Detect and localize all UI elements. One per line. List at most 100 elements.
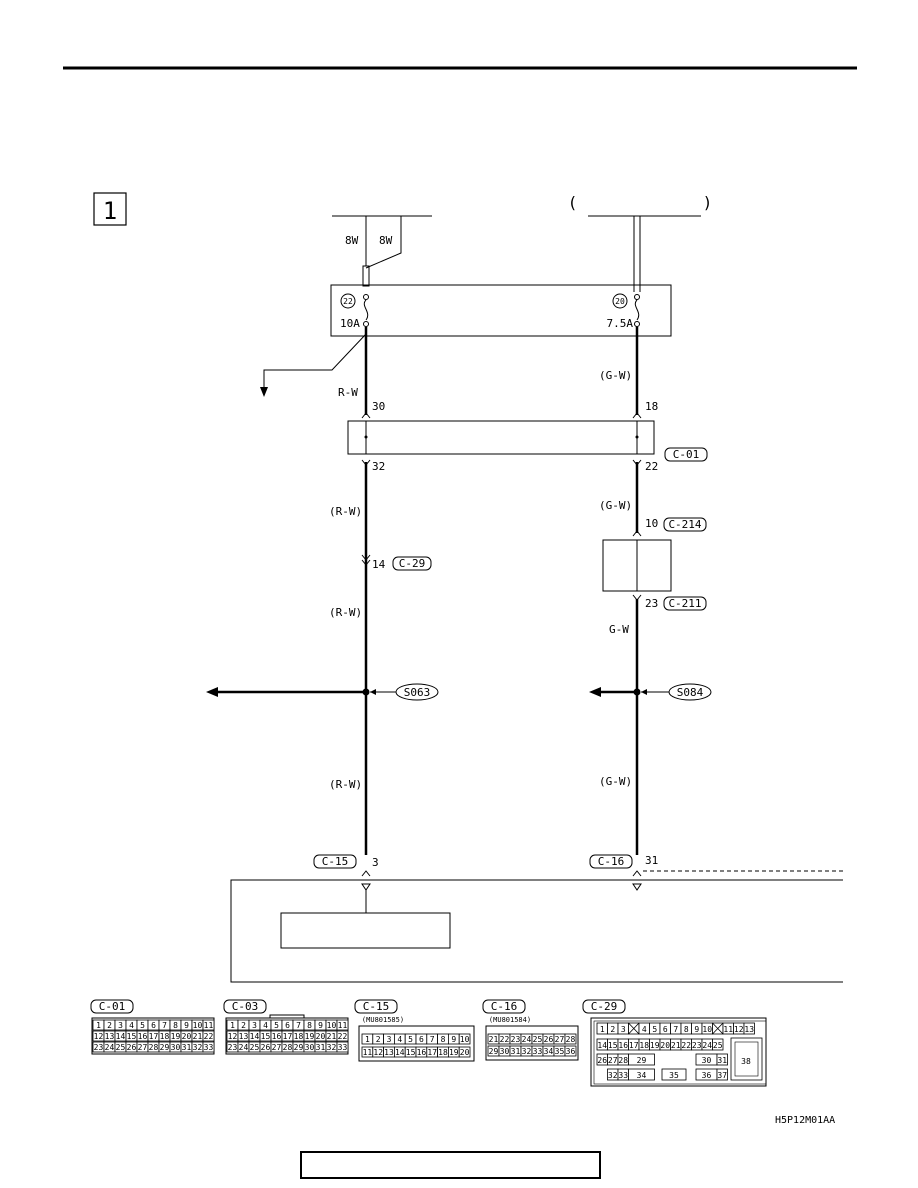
right-wire-color-4: (G-W) — [599, 775, 632, 788]
right-fuse-terminal-bottom — [634, 321, 640, 327]
c29-large-cavity — [730, 1037, 763, 1081]
c03-pin: 18 — [294, 1032, 304, 1041]
c29-pin: 27 — [608, 1056, 618, 1065]
c03-pin: 7 — [296, 1021, 301, 1030]
c15-pin: 13 — [384, 1048, 394, 1057]
c15-pin: 2 — [376, 1035, 381, 1044]
right-wire-color-2: (G-W) — [599, 499, 632, 512]
c03-label-tag — [223, 999, 267, 1014]
right-splice-leader-head — [641, 689, 647, 695]
c16-pin: 31 — [511, 1047, 521, 1056]
c03-pin: 23 — [228, 1043, 238, 1052]
c29-pin: 26 — [597, 1056, 607, 1065]
c29-pin: 21 — [671, 1041, 681, 1050]
right-fuse-terminal-top — [634, 294, 640, 300]
c01-pin: 22 — [204, 1032, 214, 1041]
right-connector-a-tag — [663, 517, 707, 532]
c29-pin: 5 — [652, 1025, 657, 1034]
c29-cavity — [743, 1022, 755, 1035]
c16-pin: 30 — [500, 1047, 510, 1056]
left-end-chevron — [361, 870, 371, 877]
c29-pin: 12 — [734, 1025, 744, 1034]
c01-cavity — [202, 1019, 215, 1031]
c03-pin: 17 — [283, 1032, 293, 1041]
c01-pin: 32 — [193, 1043, 203, 1052]
left-splice-leader-head — [370, 689, 376, 695]
left-wire-size-a: 8W — [345, 234, 359, 247]
right-fuse-number-circle — [612, 293, 628, 309]
c29-pin: 37 — [717, 1071, 727, 1080]
c15-pin: 14 — [395, 1048, 405, 1057]
c03-pin: 32 — [327, 1043, 337, 1052]
c15-label: C-15 — [363, 1000, 390, 1013]
section-number-box — [93, 192, 127, 226]
c29-pin: 28 — [618, 1056, 628, 1065]
c15-pin: 7 — [430, 1035, 435, 1044]
left-wire-color-3: (R-W) — [329, 606, 362, 619]
c01-pin: 16 — [138, 1032, 148, 1041]
c03-lock — [269, 1014, 305, 1018]
c29-pin: 33 — [618, 1071, 628, 1080]
c16-pin: 34 — [544, 1047, 554, 1056]
c16-pin: 25 — [533, 1035, 543, 1044]
c01-pin: 1 — [96, 1021, 101, 1030]
c15-part-number: (MU801585) — [362, 1016, 404, 1024]
c03-pin: 26 — [261, 1043, 271, 1052]
c03-pin: 33 — [338, 1043, 348, 1052]
left-inline-connector: C-29 — [399, 557, 426, 570]
c29-blank-cross — [712, 1022, 724, 1035]
c01-pin: 4 — [129, 1021, 134, 1030]
c01-pin: 5 — [140, 1021, 145, 1030]
c29-pin: 17 — [629, 1041, 639, 1050]
left-fuse-terminal-bottom — [363, 321, 369, 327]
right-wire-color-3: G-W — [609, 623, 629, 636]
c03-pin: 12 — [228, 1032, 238, 1041]
c16-pin: 28 — [566, 1035, 576, 1044]
c15-pin: 19 — [449, 1048, 459, 1057]
internal-circuit-box — [280, 912, 451, 949]
c03-pin: 1 — [230, 1021, 235, 1030]
c03-pin: 10 — [327, 1021, 337, 1030]
c29-pin: 11 — [723, 1025, 733, 1034]
c29-pin: 1 — [600, 1025, 605, 1034]
c03-pin: 29 — [294, 1043, 304, 1052]
c03-pin: 22 — [338, 1032, 348, 1041]
right-end-chevron — [632, 870, 642, 877]
right-splice-arrow — [589, 687, 601, 697]
left-pin-out: 32 — [372, 460, 385, 473]
c29-pin: 36 — [702, 1071, 712, 1080]
c29-pin: 8 — [684, 1025, 689, 1034]
c15-label-tag — [354, 999, 398, 1014]
c03-pin: 21 — [327, 1032, 337, 1041]
left-fuse-terminal-top — [363, 294, 369, 300]
c29-pin: 38 — [741, 1057, 751, 1066]
right-pin-a: 10 — [645, 517, 658, 530]
c29-cavity — [628, 1068, 655, 1081]
left-wire-color-1: R-W — [338, 386, 358, 399]
c29-inner — [593, 1020, 767, 1085]
left-branch-wire — [263, 333, 367, 393]
c01-pin: 23 — [94, 1043, 104, 1052]
left-fuse-number: 22 — [343, 297, 353, 306]
left-end-pin: 3 — [372, 856, 379, 869]
control-unit-box — [230, 879, 843, 983]
c16-pin: 33 — [533, 1047, 543, 1056]
c16-pin: 22 — [500, 1035, 510, 1044]
c01-label: C-01 — [99, 1000, 126, 1013]
c01-pin: 13 — [105, 1032, 115, 1041]
c29-pin: 34 — [637, 1071, 647, 1080]
c29-pin: 18 — [639, 1041, 649, 1050]
c15-cavity — [458, 1046, 471, 1058]
c03-cavity — [336, 1041, 349, 1053]
c16-pin: 21 — [489, 1035, 499, 1044]
c16-pin: 26 — [544, 1035, 554, 1044]
c01-pin: 33 — [204, 1043, 214, 1052]
c29-pin: 15 — [608, 1041, 618, 1050]
c16-pin: 36 — [566, 1047, 576, 1056]
c03-pin: 25 — [250, 1043, 260, 1052]
left-pin-in: 30 — [372, 400, 385, 413]
c01-pin: 10 — [193, 1021, 203, 1030]
c29-pin: 14 — [597, 1041, 607, 1050]
c29-pin: 35 — [669, 1071, 679, 1080]
figure-code: H5P12M01AA — [775, 1115, 835, 1126]
